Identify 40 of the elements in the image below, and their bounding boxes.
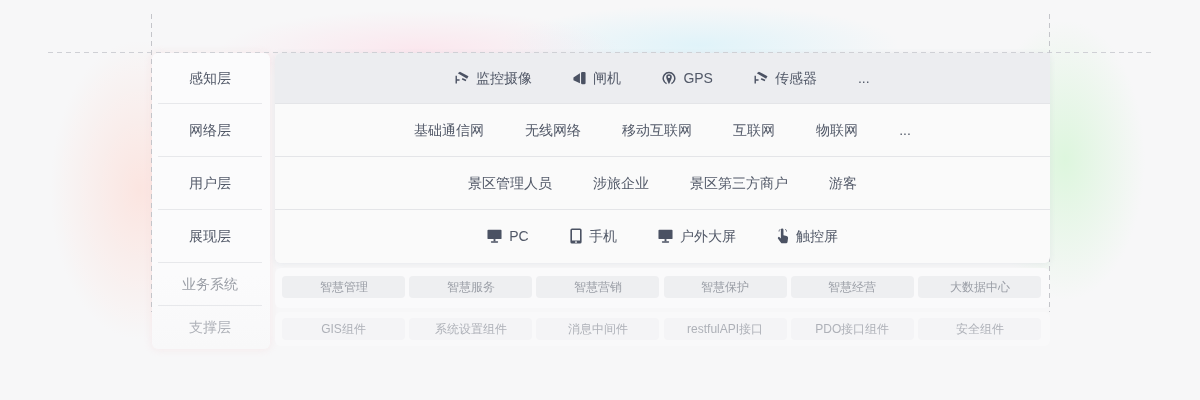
module-tag: 智慧服务	[409, 276, 533, 298]
layer-item: 移动互联网	[622, 121, 693, 139]
layer-name: 感知层	[189, 69, 231, 87]
layer-item: 传感器	[774, 69, 817, 87]
layer-item: 无线网络	[525, 121, 582, 139]
layer-item: 物联网	[816, 121, 859, 139]
layer-item: GPS	[683, 69, 713, 87]
layer-item: 涉旅企业	[593, 174, 649, 192]
layer-item: 景区管理人员	[468, 174, 552, 192]
layer-item: 基础通信网	[414, 121, 485, 139]
layer-name: 支撑层	[189, 318, 231, 336]
module-tag: 系统设置组件	[409, 318, 533, 340]
module-tag: 安全组件	[918, 318, 1041, 340]
module-tag: PDO接口组件	[790, 318, 914, 340]
module-tag: 大数据中心	[918, 276, 1041, 298]
layer-item: 监控摄像	[476, 69, 533, 87]
layer-item: 户外大屏	[679, 228, 736, 245]
module-tag: GIS组件	[282, 318, 405, 340]
layer-name: 展现层	[189, 227, 231, 245]
layer-item: 游客	[829, 174, 857, 192]
layer-item: 触控屏	[795, 228, 838, 245]
layer-item: 手机	[588, 228, 617, 245]
module-tag: 智慧营销	[536, 276, 660, 298]
layer-item: 闸机	[593, 69, 622, 87]
layer-item: 互联网	[733, 121, 776, 139]
layer-item: ...	[899, 121, 911, 139]
module-tag: 消息中间件	[536, 318, 660, 340]
module-tag: 智慧经营	[790, 276, 914, 298]
layer-item: ...	[857, 69, 870, 87]
module-tag: 智慧保护	[663, 276, 787, 298]
layer-name: 用户层	[189, 174, 231, 192]
module-tag: restfulAPI接口	[663, 318, 787, 340]
layer-name: 网络层	[189, 121, 231, 139]
layer-name: 业务系统	[182, 275, 238, 293]
layer-item: 景区第三方商户	[690, 174, 788, 192]
layer-row	[275, 53, 1050, 104]
layer-row	[275, 104, 1050, 157]
layer-row	[275, 157, 1050, 210]
layer-item: PC	[509, 228, 529, 245]
module-tag: 智慧管理	[282, 276, 405, 298]
